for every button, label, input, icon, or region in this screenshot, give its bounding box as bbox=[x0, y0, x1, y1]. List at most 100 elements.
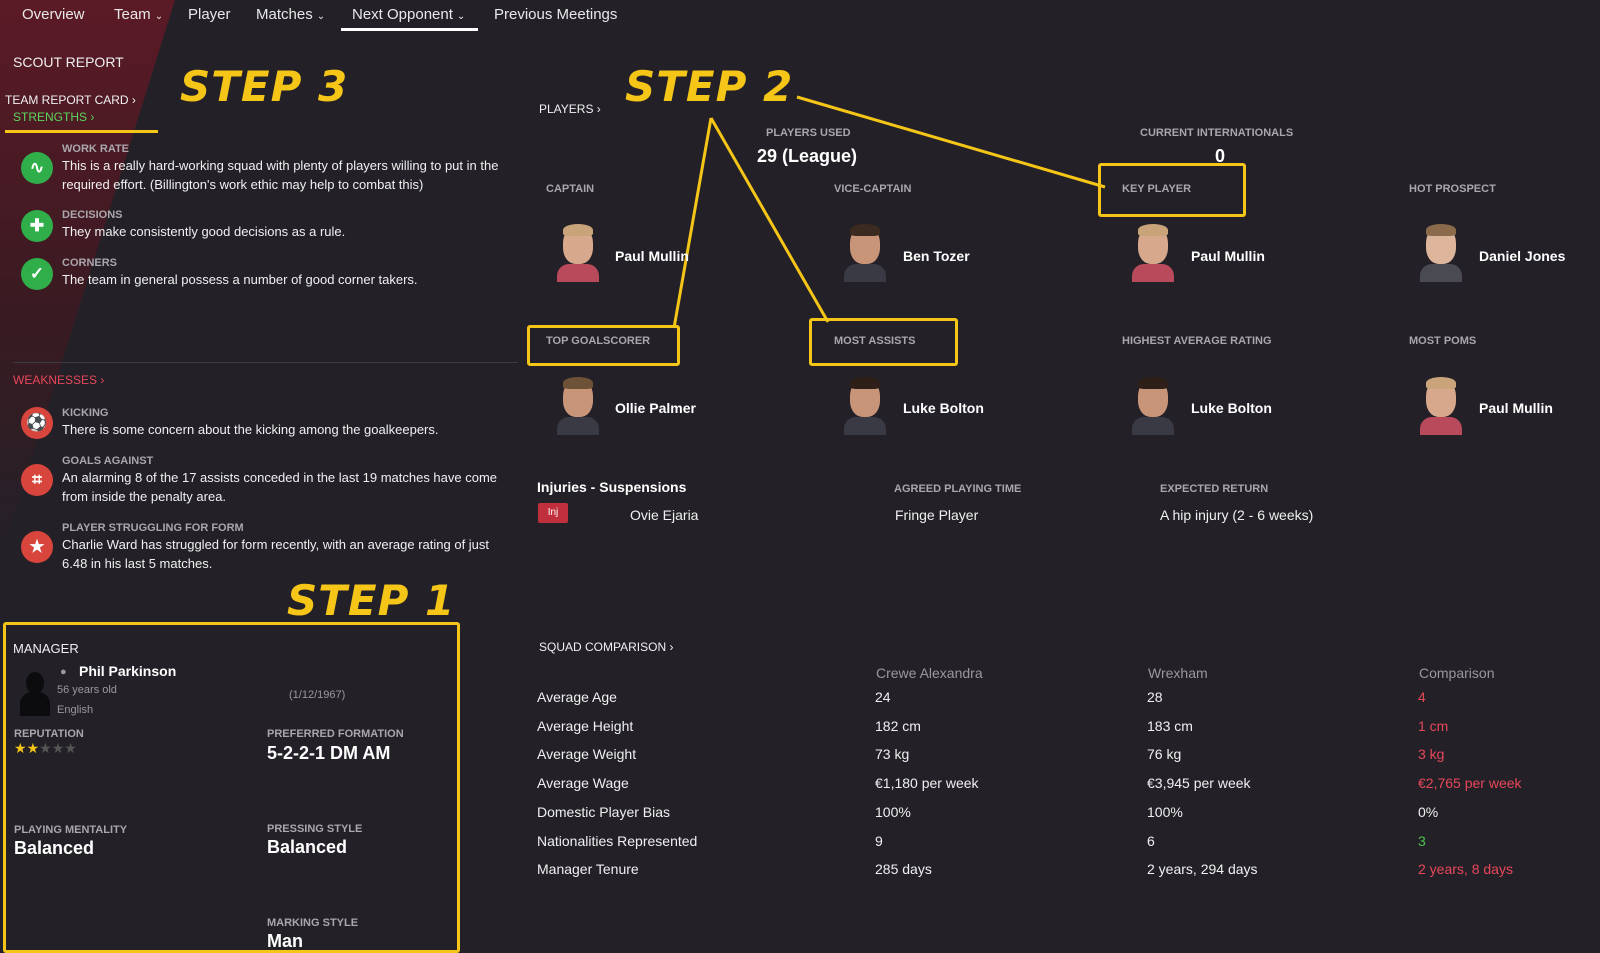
tab-overview[interactable]: Overview bbox=[22, 6, 85, 23]
expected-return-label: EXPECTED RETURN bbox=[1160, 483, 1269, 495]
manager-avatar bbox=[18, 670, 52, 716]
preferred-formation-value: 5-2-2-1 DM AM bbox=[267, 743, 391, 763]
playing-time-value: Fringe Player bbox=[895, 507, 979, 523]
crewe-value: 100% bbox=[875, 803, 911, 820]
chevron-down-icon: ⌄ bbox=[316, 11, 326, 22]
wrexham-value: 2 years, 294 days bbox=[1147, 861, 1258, 878]
wrexham-value: 183 cm bbox=[1147, 717, 1193, 734]
comparison-label: Average Age bbox=[537, 689, 617, 705]
comparison-row: Average Height 182 cm 183 cm 1 cm bbox=[0, 718, 1600, 742]
comparison-label: Domestic Player Bias bbox=[537, 803, 671, 820]
current-internationals-label: CURRENT INTERNATIONALS bbox=[1140, 127, 1294, 139]
player-portrait bbox=[1418, 222, 1464, 282]
reputation-label: REPUTATION bbox=[14, 728, 84, 740]
step1-label: STEP 1 bbox=[287, 576, 456, 625]
crewe-value: 73 kg bbox=[875, 746, 910, 763]
comparison-label: Average Wage bbox=[537, 775, 629, 792]
strength-text: They make consistently good decisions as… bbox=[62, 224, 346, 239]
strength-title: DECISIONS bbox=[62, 209, 123, 221]
crewe-value: €1,180 per week bbox=[875, 775, 979, 792]
preferred-formation-label: PREFERRED FORMATION bbox=[267, 728, 404, 740]
column-header: Crewe Alexandra bbox=[876, 665, 983, 681]
manager-dob: (1/12/1967) bbox=[289, 689, 346, 701]
weaknesses-link[interactable]: WEAKNESSES › bbox=[13, 373, 105, 387]
expected-return-value: A hip injury (2 - 6 weeks) bbox=[1160, 507, 1314, 523]
hot-prospect-name[interactable]: Daniel Jones bbox=[1479, 248, 1566, 264]
players-used-label: PLAYERS USED bbox=[766, 127, 851, 139]
manager-nationality: English bbox=[57, 704, 94, 716]
star-empty-icon: ★ bbox=[51, 740, 65, 756]
star-filled-icon: ★ bbox=[26, 740, 40, 756]
tab-player[interactable]: Player bbox=[188, 6, 231, 23]
signpost-icon: ✚ bbox=[21, 210, 53, 242]
injured-player-name[interactable]: Ovie Ejaria bbox=[630, 507, 699, 523]
weakness-text: There is some concern about the kicking … bbox=[62, 422, 439, 437]
key-player-name[interactable]: Paul Mullin bbox=[1191, 248, 1265, 264]
boot-icon: ⚽ bbox=[21, 407, 53, 439]
comparison-value: 2 years, 8 days bbox=[1418, 861, 1513, 878]
player-portrait bbox=[1130, 375, 1176, 435]
weakness-title: GOALS AGAINST bbox=[62, 455, 154, 467]
top-goalscorer-name[interactable]: Ollie Palmer bbox=[615, 400, 696, 416]
hot-prospect-label: HOT PROSPECT bbox=[1409, 183, 1496, 195]
strength-title: CORNERS bbox=[62, 257, 118, 269]
star-filled-icon: ★ bbox=[14, 740, 27, 756]
comparison-label: Average Height bbox=[537, 717, 634, 734]
step3-underline bbox=[5, 130, 158, 133]
playing-mentality-label: PLAYING MENTALITY bbox=[14, 824, 128, 836]
key-player-label: KEY PLAYER bbox=[1122, 183, 1192, 195]
players-used-value: 29 (League) bbox=[757, 146, 858, 166]
most-assists-label: MOST ASSISTS bbox=[834, 335, 916, 347]
chevron-down-icon: ⌄ bbox=[456, 11, 466, 22]
top-goalscorer-label: TOP GOALSCORER bbox=[546, 335, 651, 347]
most-poms-label: MOST POMS bbox=[1409, 335, 1477, 347]
weakness-title: PLAYER STRUGGLING FOR FORM bbox=[62, 522, 244, 534]
comparison-value: 1 cm bbox=[1418, 717, 1449, 734]
strength-text: The team in general possess a number of … bbox=[62, 272, 418, 287]
manager-name[interactable]: Phil Parkinson bbox=[79, 663, 177, 679]
most-assists-name[interactable]: Luke Bolton bbox=[903, 400, 984, 416]
chevron-down-icon: ⌄ bbox=[154, 11, 164, 22]
marking-style-value: Man bbox=[267, 931, 303, 951]
comparison-value: 0% bbox=[1418, 803, 1439, 820]
highest-average-rating-name[interactable]: Luke Bolton bbox=[1191, 400, 1272, 416]
injury-badge: Inj bbox=[538, 503, 568, 523]
squad-comparison-link[interactable]: SQUAD COMPARISON › bbox=[539, 640, 674, 654]
scout-report-title: SCOUT REPORT bbox=[13, 54, 124, 70]
wrexham-value: 76 kg bbox=[1147, 746, 1182, 763]
tab-next-opponent[interactable]: Next Opponent⌄ bbox=[352, 6, 466, 23]
tab-previous-meetings[interactable]: Previous Meetings bbox=[494, 6, 618, 23]
wrexham-value: €3,945 per week bbox=[1147, 775, 1251, 792]
most-poms-name[interactable]: Paul Mullin bbox=[1479, 400, 1553, 416]
column-header: Wrexham bbox=[1148, 665, 1208, 681]
vice-captain-label: VICE-CAPTAIN bbox=[834, 183, 912, 195]
star-down-icon: ★ bbox=[21, 531, 53, 563]
captain-name[interactable]: Paul Mullin bbox=[615, 248, 689, 264]
manager-section-label: MANAGER bbox=[13, 641, 79, 656]
tab-team[interactable]: Team⌄ bbox=[114, 6, 164, 23]
wrexham-value: 100% bbox=[1147, 803, 1183, 820]
agreed-playing-time-label: AGREED PLAYING TIME bbox=[894, 483, 1022, 495]
tab-matches[interactable]: Matches⌄ bbox=[256, 6, 326, 23]
player-portrait bbox=[842, 375, 888, 435]
comparison-value: €2,765 per week bbox=[1418, 775, 1522, 792]
vice-captain-name[interactable]: Ben Tozer bbox=[903, 248, 970, 264]
step2-line-key-player bbox=[796, 95, 1106, 189]
players-link[interactable]: PLAYERS › bbox=[539, 102, 601, 116]
player-portrait bbox=[842, 222, 888, 282]
goal-icon: ⌗ bbox=[21, 464, 53, 496]
manager-age: 56 years old bbox=[57, 684, 117, 696]
strengths-link[interactable]: STRENGTHS › bbox=[13, 110, 95, 124]
comparison-row: Average Wage €1,180 per week €3,945 per we… bbox=[0, 775, 1600, 799]
team-report-card-link[interactable]: TEAM REPORT CARD › bbox=[5, 93, 136, 107]
crewe-value: 182 cm bbox=[875, 717, 921, 734]
player-portrait bbox=[555, 222, 601, 282]
strength-title: WORK RATE bbox=[62, 143, 130, 155]
pressing-style-value: Balanced bbox=[267, 837, 348, 857]
weakness-text: Charlie Ward has struggled for form rece… bbox=[62, 537, 490, 571]
comparison-value: 3 bbox=[1418, 832, 1426, 849]
section-divider bbox=[13, 362, 518, 363]
